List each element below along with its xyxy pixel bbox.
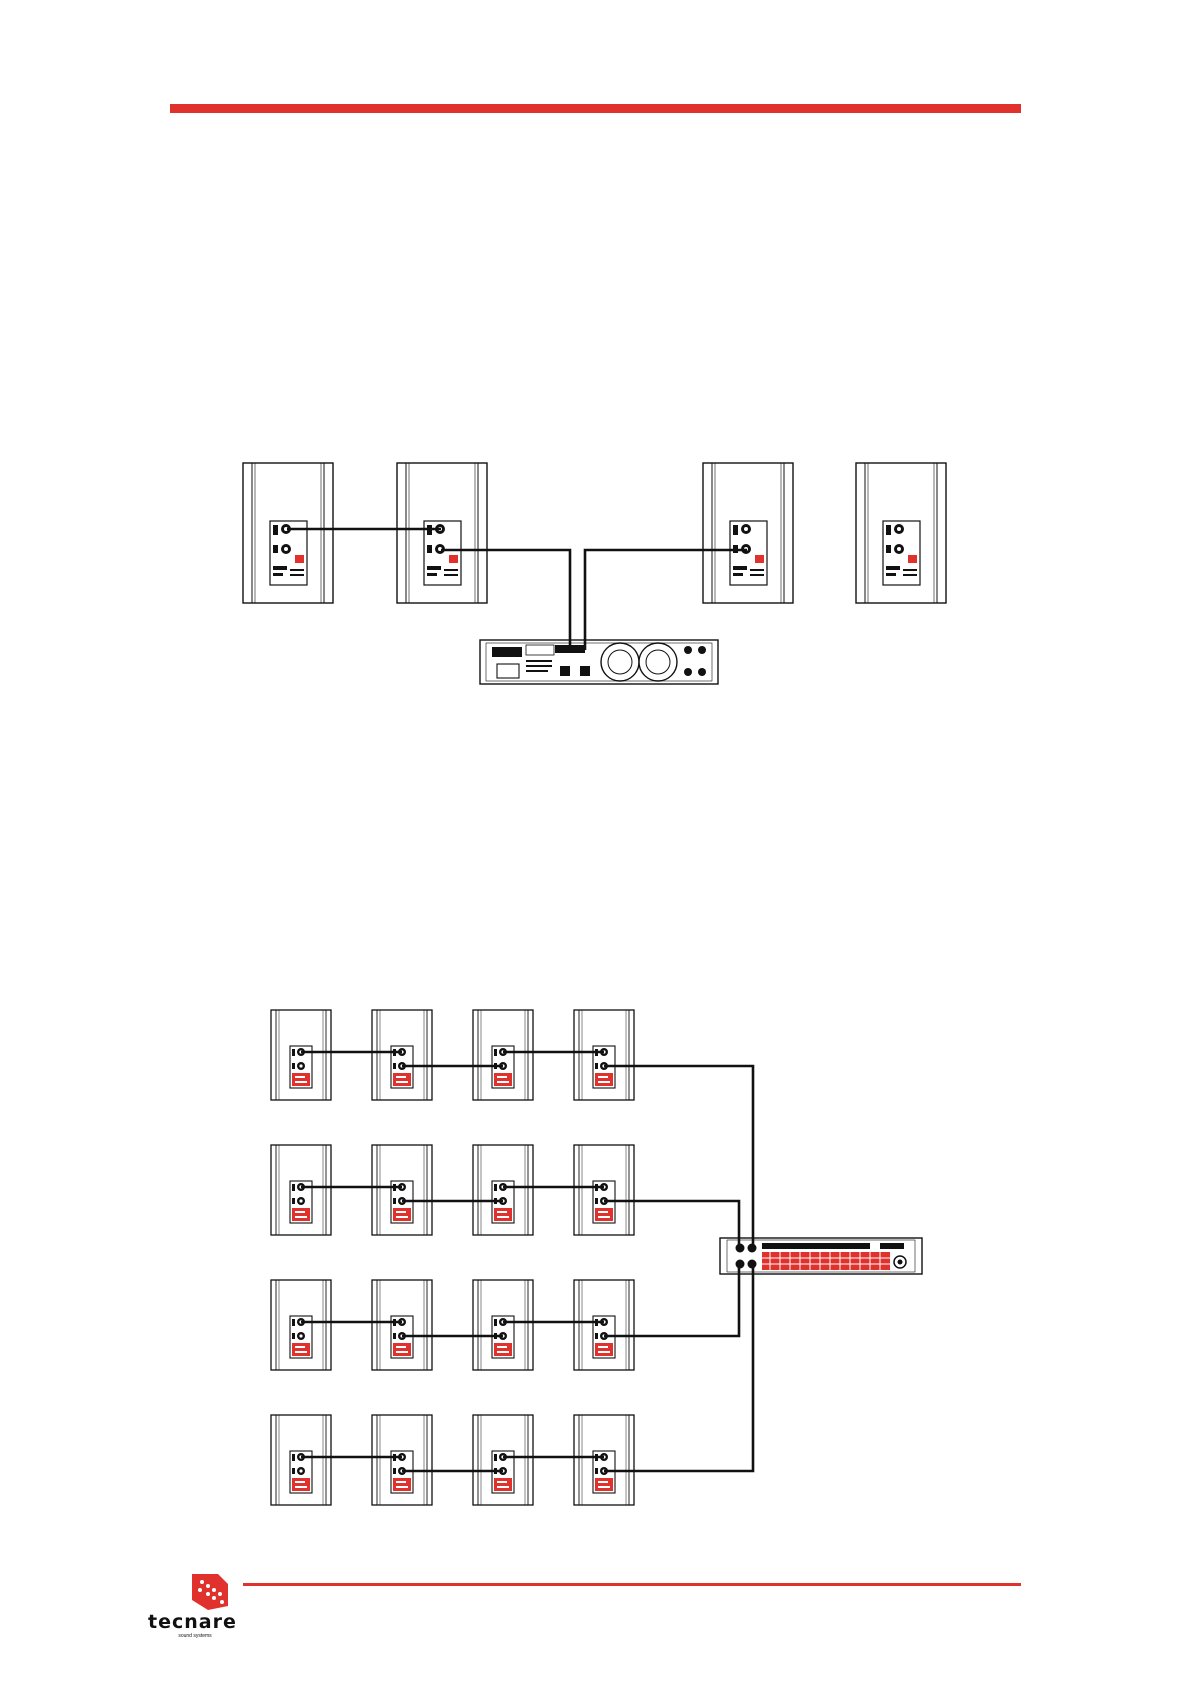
speaker-r4-c4	[574, 1415, 634, 1505]
speaker-r2-c1	[271, 1145, 331, 1235]
speaker-r1-c3	[473, 1010, 533, 1100]
speaker-r1-c2	[372, 1010, 432, 1100]
speaker-r2-c3	[473, 1145, 533, 1235]
speaker-r2-c4	[574, 1145, 634, 1235]
speaker-r3-c2	[372, 1280, 432, 1370]
speaker-3	[703, 463, 793, 603]
speaker-r1-c1	[271, 1010, 331, 1100]
brand-name: tecnare	[148, 1612, 228, 1632]
speaker-r4-c3	[473, 1415, 533, 1505]
amplifier-2	[720, 1238, 922, 1274]
footer-rule	[243, 1583, 1021, 1586]
diagram-2	[271, 1010, 922, 1505]
speaker-1	[243, 463, 333, 603]
speaker-r2-c2	[372, 1145, 432, 1235]
amplifier-1	[480, 640, 718, 684]
speaker-4	[856, 463, 946, 603]
brand-tagline: sound systems	[170, 1633, 220, 1639]
speaker-r3-c1	[271, 1280, 331, 1370]
diagram-1	[243, 463, 946, 684]
speaker-r3-c4	[574, 1280, 634, 1370]
speaker-2	[397, 463, 487, 603]
speaker-r1-c4	[574, 1010, 634, 1100]
speaker-r4-c1	[271, 1415, 331, 1505]
speaker-r3-c3	[473, 1280, 533, 1370]
speaker-r4-c2	[372, 1415, 432, 1505]
